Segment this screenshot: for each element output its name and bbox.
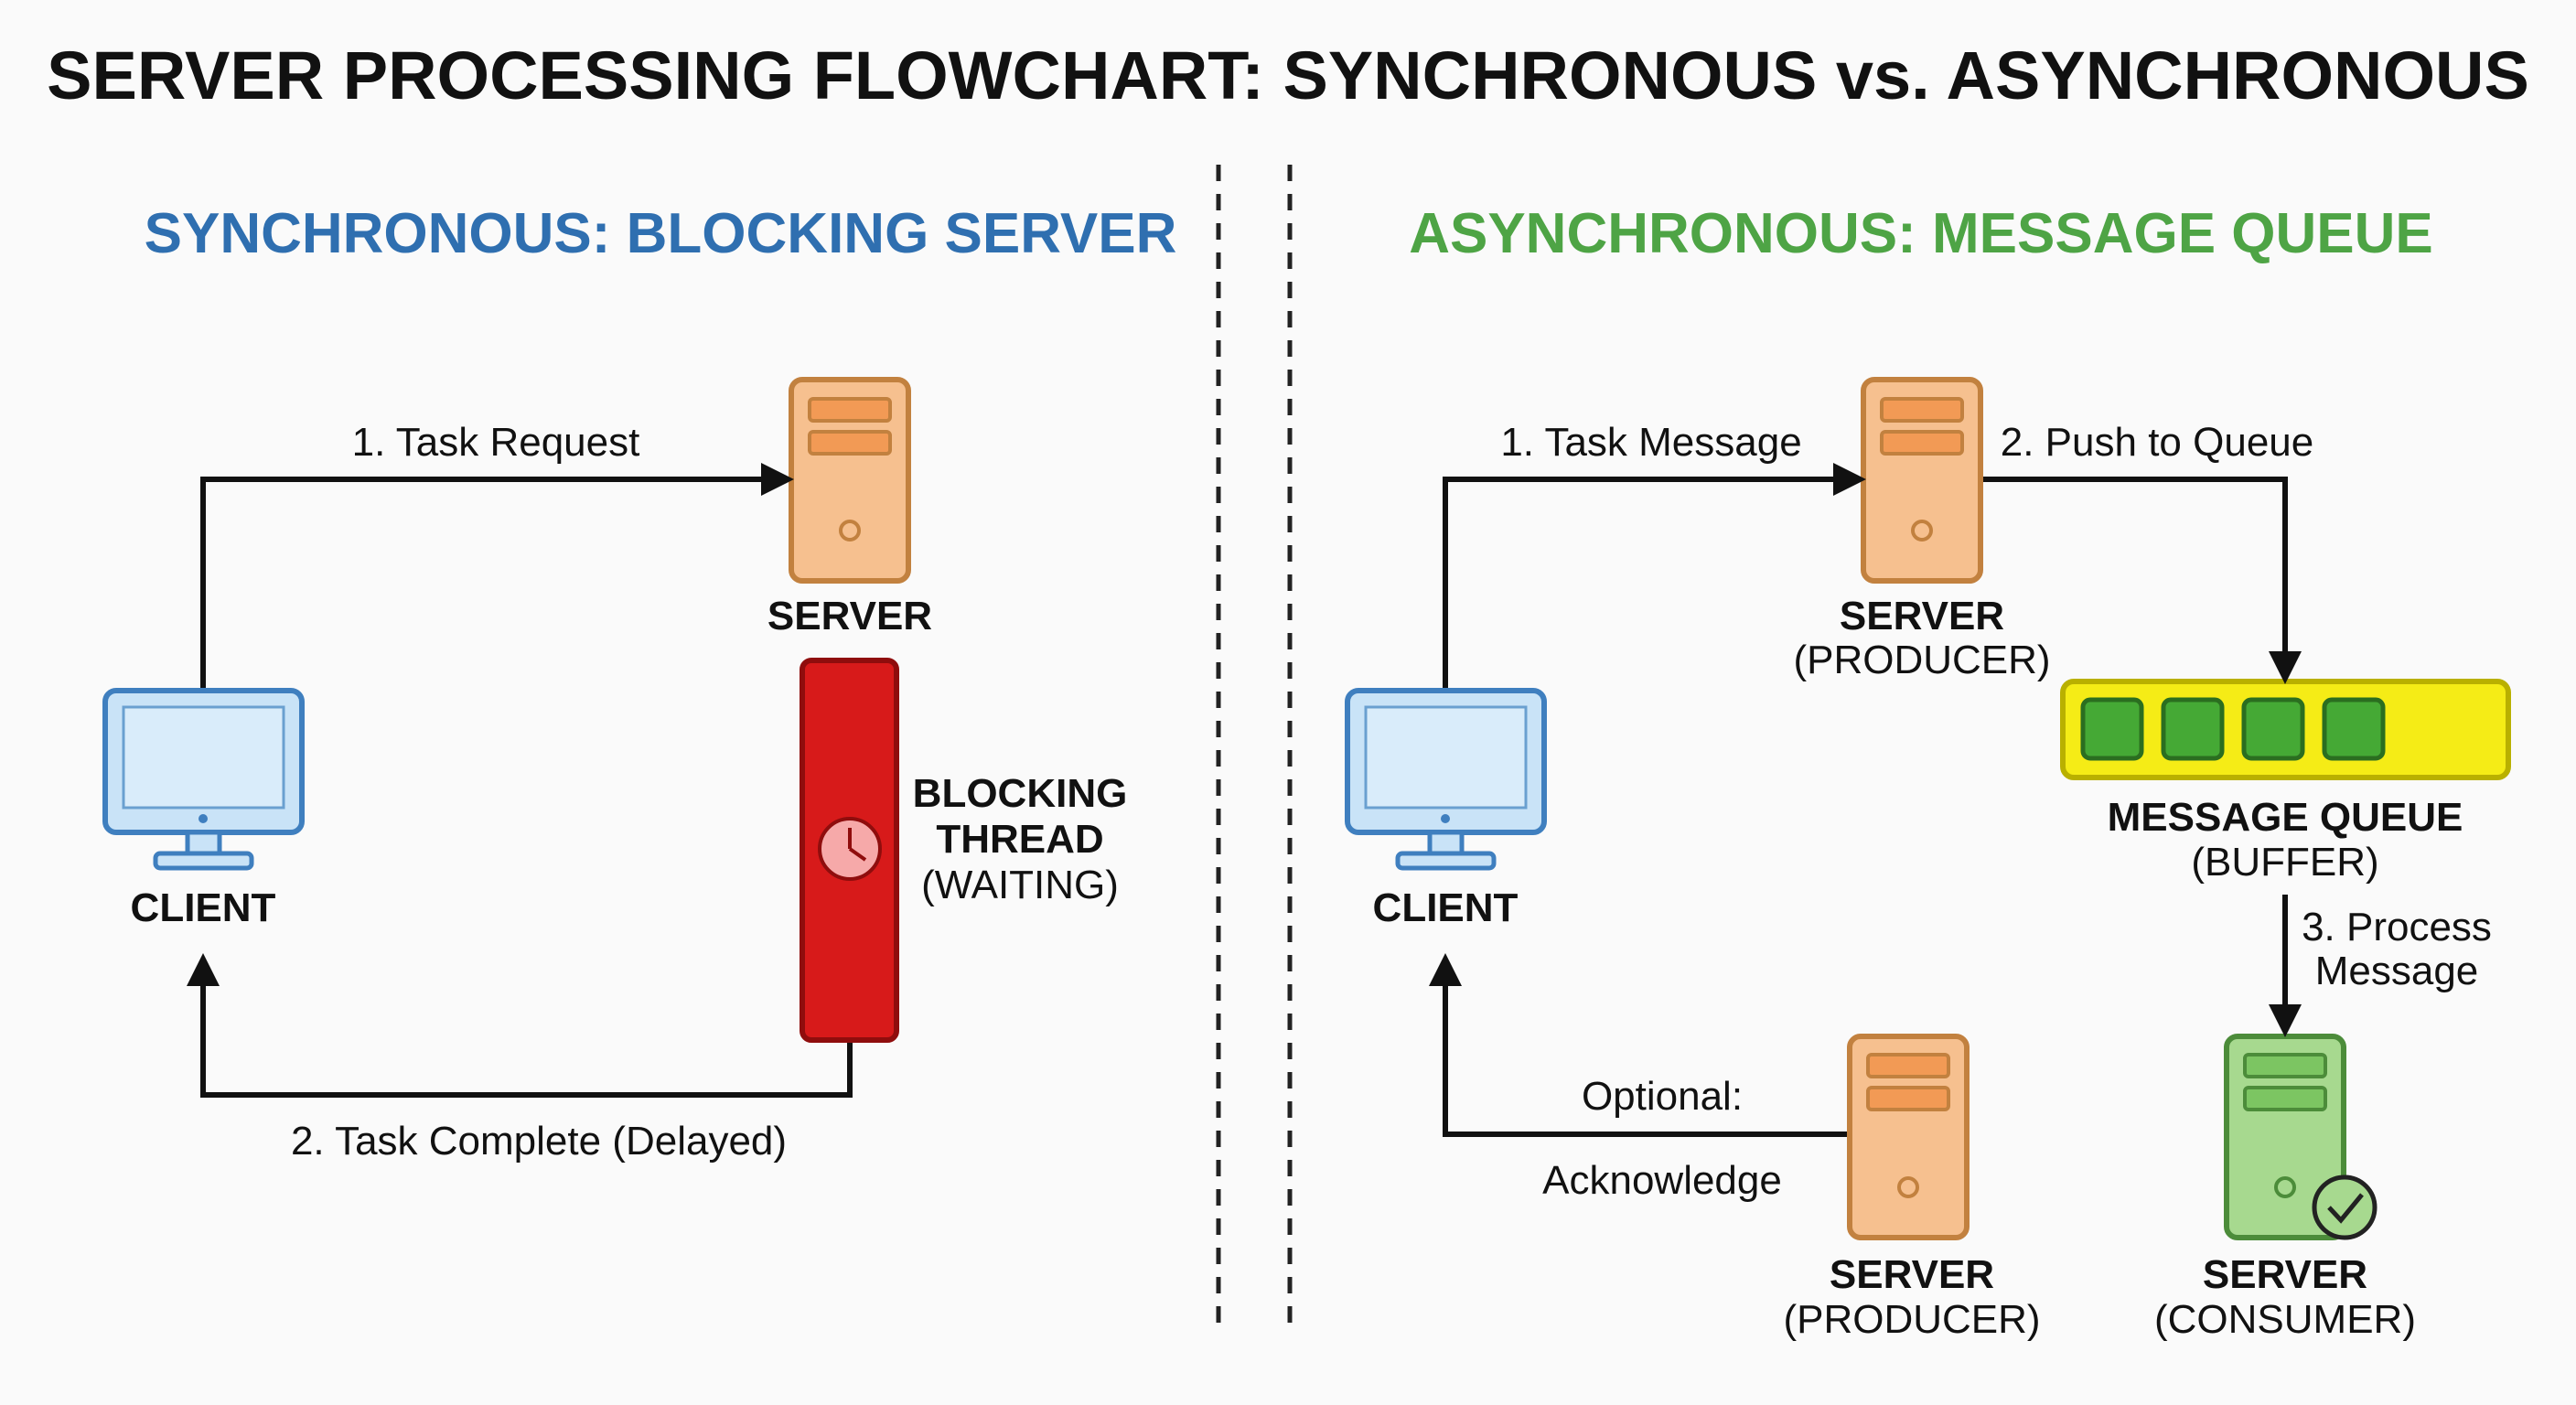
sync-complete-label: 2. Task Complete (Delayed)	[291, 1119, 787, 1164]
sync-client-monitor-icon	[102, 688, 305, 871]
async-push-arrow	[1983, 477, 2302, 684]
async-producer-label-1: SERVER	[1840, 594, 2004, 638]
async-consumer-label-1: SERVER	[2203, 1252, 2367, 1297]
sync-heading: SYNCHRONOUS: BLOCKING SERVER	[145, 202, 1177, 265]
async-producer2-label-2: (PRODUCER)	[1783, 1297, 2040, 1342]
async-producer-server-icon	[1861, 377, 1983, 584]
async-acknowledge-arrow	[1429, 953, 1847, 1137]
sync-client-label: CLIENT	[131, 885, 276, 930]
sync-server-label: SERVER	[767, 594, 932, 638]
blocking-thread-label-3: (WAITING)	[921, 863, 1119, 907]
async-client-label: CLIENT	[1373, 885, 1519, 930]
message-queue-label-2: (BUFFER)	[2191, 840, 2378, 885]
blocking-thread-bar	[800, 658, 899, 1043]
async-producer2-server-icon	[1847, 1034, 1970, 1240]
async-process-label-2: Message	[2315, 949, 2479, 993]
async-heading: ASYNCHRONOUS: MESSAGE QUEUE	[1409, 202, 2433, 265]
blocking-thread-label-1: BLOCKING	[913, 771, 1128, 816]
async-message-label: 1. Task Message	[1500, 420, 1801, 465]
page-title: SERVER PROCESSING FLOWCHART: SYNCHRONOUS…	[47, 38, 2529, 113]
async-consumer-server-icon	[2224, 1034, 2377, 1240]
async-push-label: 2. Push to Queue	[2001, 420, 2313, 465]
async-optional-label-1: Optional:	[1582, 1074, 1743, 1119]
blocking-thread-label-2: THREAD	[936, 817, 1103, 862]
clock-icon	[818, 817, 882, 881]
async-message-arrow	[1443, 463, 1866, 688]
sync-request-arrow	[200, 463, 794, 688]
async-optional-label-2: Acknowledge	[1542, 1158, 1782, 1203]
check-icon	[2312, 1174, 2377, 1240]
sync-request-label: 1. Task Request	[352, 420, 640, 465]
async-producer-label-2: (PRODUCER)	[1793, 638, 2050, 682]
async-producer2-label-1: SERVER	[1830, 1252, 1994, 1297]
sync-complete-arrow	[187, 953, 853, 1098]
async-client-monitor-icon	[1345, 688, 1547, 871]
message-queue-label-1: MESSAGE QUEUE	[2108, 795, 2463, 840]
sync-server-icon	[789, 377, 911, 584]
async-consumer-label-2: (CONSUMER)	[2154, 1297, 2416, 1342]
message-queue-bar	[2060, 679, 2511, 780]
async-process-label-1: 3. Process	[2302, 905, 2492, 949]
